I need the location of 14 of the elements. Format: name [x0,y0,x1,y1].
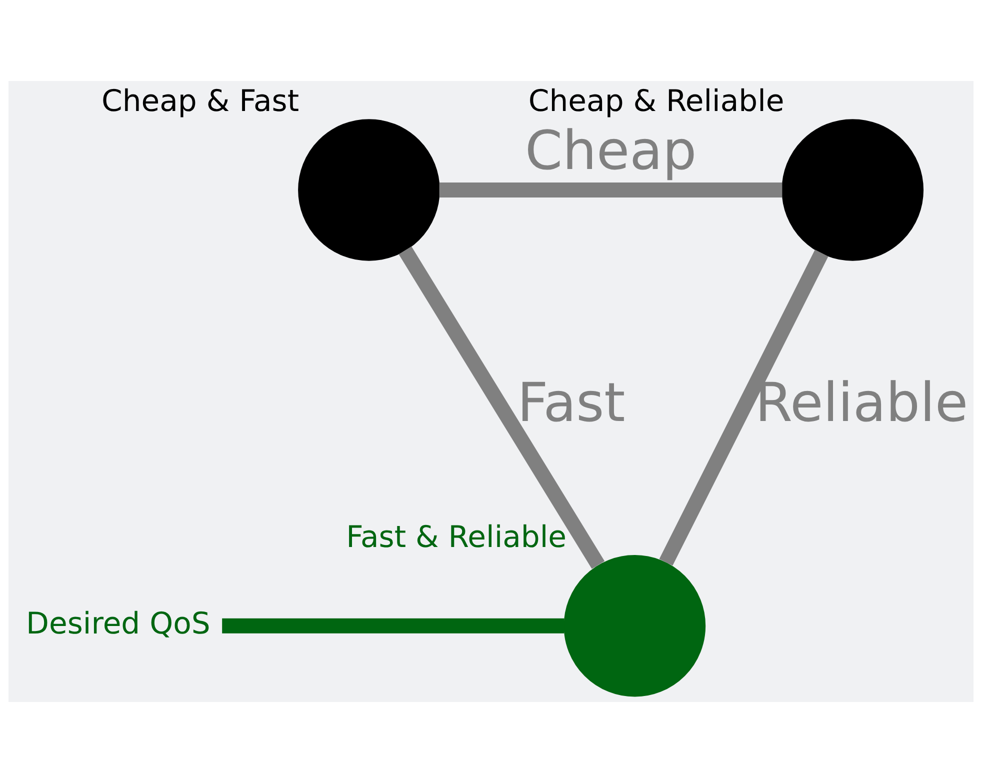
edge-label: Reliable [755,371,968,434]
node-label: Fast & Reliable [346,520,567,555]
node-label: Cheap & Reliable [528,84,784,119]
edge-label: Fast [517,371,626,434]
node-circle [564,554,706,697]
connector [398,246,605,569]
node-circle [298,119,440,261]
node-text: Desired QoS [26,606,210,642]
node-label: Cheap & Fast [102,84,300,119]
connector [659,250,828,566]
node-circle [782,119,924,261]
connector [222,618,564,634]
edge-label: Cheap [524,118,697,182]
connector [439,182,782,198]
